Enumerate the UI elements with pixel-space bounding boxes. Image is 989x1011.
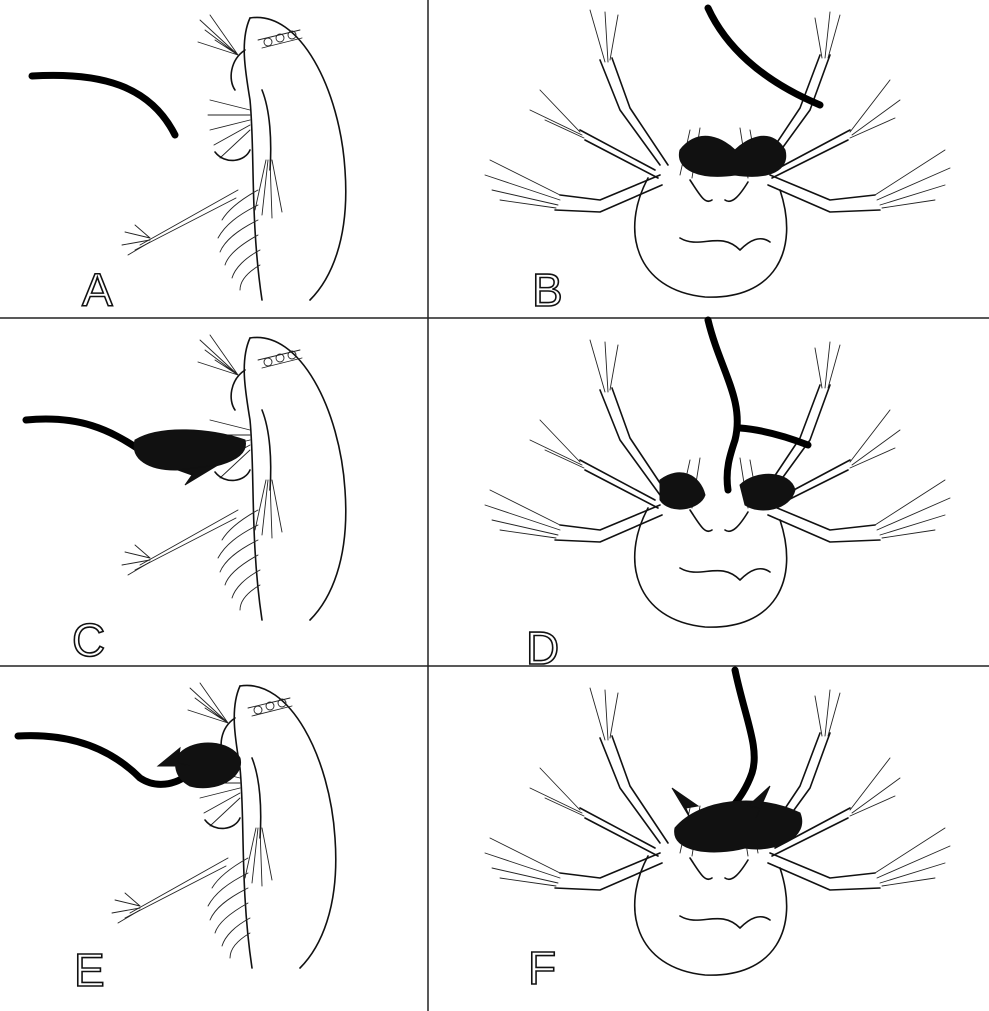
captured-particle-mass <box>675 801 802 852</box>
panel-label-d: D <box>526 622 559 674</box>
panel-label-b: B <box>532 264 563 316</box>
panel-label-a: A <box>82 264 113 316</box>
panel-d: D <box>485 320 950 674</box>
captured-particle-mass <box>134 430 245 470</box>
panel-label-c: C <box>72 614 105 666</box>
captured-particle-mass <box>679 136 785 176</box>
feeding-current-line <box>728 670 754 813</box>
captured-particle-mass <box>740 474 795 510</box>
captured-particle-mass <box>660 473 705 509</box>
panel-a: A <box>32 15 346 316</box>
panel-c: C <box>26 335 346 666</box>
feeding-current-line <box>26 419 140 450</box>
feeding-current-line <box>18 736 190 785</box>
panel-label-e: E <box>74 944 105 996</box>
feeding-current-line <box>708 320 737 490</box>
panel-e: E <box>18 683 336 996</box>
panel-label-f: F <box>528 942 556 994</box>
panel-b: B <box>485 8 950 316</box>
feeding-current-line <box>708 8 820 105</box>
feeding-current-branch <box>740 428 808 445</box>
feeding-current-line <box>32 75 175 135</box>
panel-f: F <box>485 670 950 994</box>
